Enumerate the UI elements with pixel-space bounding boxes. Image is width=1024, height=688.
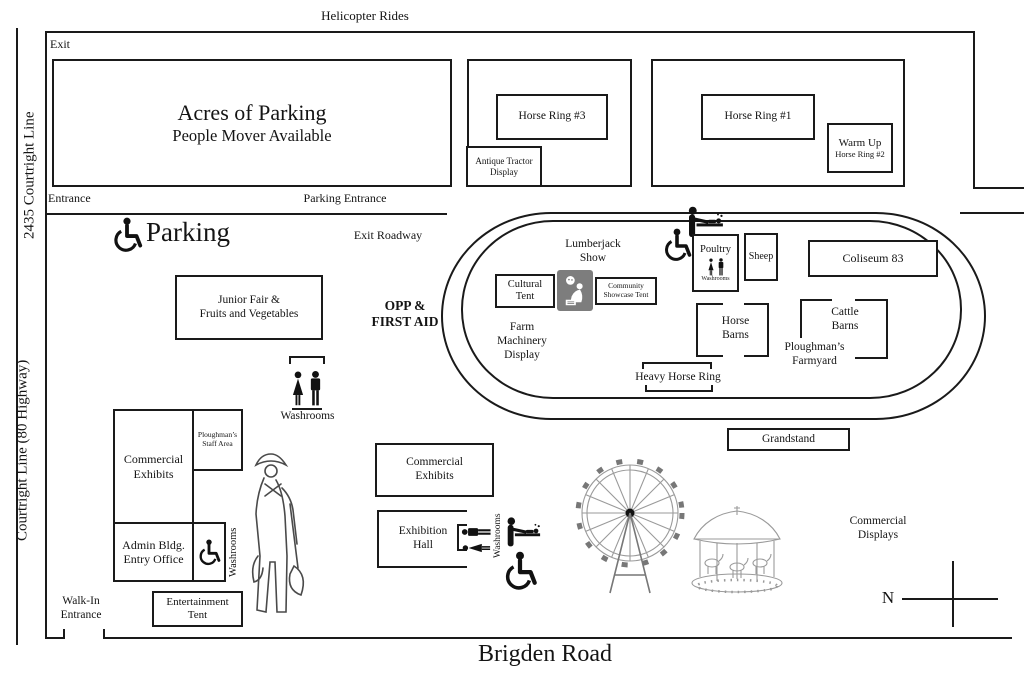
compass-horizontal-line bbox=[902, 598, 998, 600]
parking-label: Parking bbox=[146, 217, 230, 247]
washrooms-bracket bbox=[289, 356, 325, 364]
south-fence-west-segment bbox=[45, 637, 65, 639]
man-figure-icon bbox=[308, 370, 323, 407]
ploughman-statue-illustration bbox=[238, 448, 316, 633]
entrance-label: Entrance bbox=[48, 191, 91, 205]
compass-north-label: N bbox=[881, 588, 895, 607]
parking-entrance-label: Parking Entrance bbox=[303, 191, 387, 205]
east-road-edge-lower bbox=[960, 212, 1024, 214]
south-section-top-line bbox=[45, 213, 447, 215]
east-road-edge-upper bbox=[973, 187, 1024, 189]
heavy-horse-ring-label: Heavy Horse Ring bbox=[635, 371, 721, 383]
heavy-horse-ring-bracket-top bbox=[642, 362, 712, 369]
warm-up-horse-ring-2: Warm Up Horse Ring #2 bbox=[827, 123, 893, 173]
cattle-barns-label: Cattle Barns bbox=[831, 306, 859, 332]
people-mover: People Mover Available bbox=[172, 126, 332, 146]
warm-up-label: Warm Up bbox=[838, 136, 882, 149]
compass-vertical-line bbox=[952, 561, 954, 627]
antique-tractor-display: Antique Tractor Display bbox=[466, 146, 542, 187]
admin-building: Admin Bldg. Entry Office bbox=[113, 522, 194, 582]
walkin-gap-tick-left bbox=[63, 629, 65, 639]
farm-machinery-display-label: Farm Machinery Display bbox=[497, 321, 547, 361]
commercial-displays-label: Commercial Displays bbox=[849, 515, 907, 541]
address-label: 2435 Courtright Line bbox=[21, 111, 38, 239]
lumberjack-show-label: Lumberjack Show bbox=[565, 238, 621, 264]
exhibition-hall: Exhibition Hall bbox=[377, 510, 467, 568]
commercial-exhibits-center: Commercial Exhibits bbox=[375, 443, 494, 497]
walkin-gap-tick-right bbox=[103, 629, 105, 639]
east-fence bbox=[973, 31, 975, 188]
horse-ring-2-label: Horse Ring #2 bbox=[835, 149, 885, 160]
poultry-building: Poultry Washrooms bbox=[692, 234, 739, 292]
cultural-tent: Cultural Tent bbox=[495, 274, 555, 308]
woman-figure-icon bbox=[290, 370, 306, 407]
courtright-line-label: Courtright Line (80 Highway) bbox=[14, 359, 31, 541]
cattle-barn-west bbox=[800, 299, 832, 338]
admin-washrooms-room bbox=[192, 522, 226, 582]
junior-fair-building: Junior Fair & Fruits and Vegetables bbox=[175, 275, 323, 340]
acres-of-parking: Acres of Parking People Mover Available bbox=[52, 59, 452, 187]
washrooms-underline bbox=[292, 408, 322, 410]
washrooms-label: Washrooms bbox=[280, 410, 335, 422]
sheep-building: Sheep bbox=[744, 233, 778, 281]
wheelchair-icon bbox=[502, 551, 538, 591]
cattle-barn-east bbox=[855, 299, 888, 359]
exit-roadway-label: Exit Roadway bbox=[353, 228, 423, 242]
courtright-road-line bbox=[16, 28, 18, 645]
coliseum-83: Coliseum 83 bbox=[808, 240, 938, 277]
woman-figure-sideways-icon bbox=[462, 542, 492, 555]
horse-barns-label: Horse Barns bbox=[721, 315, 750, 341]
ploughmans-farmyard-label: Ploughman’s Farmyard bbox=[784, 341, 845, 367]
horse-barn-west bbox=[696, 303, 723, 357]
baby-change-icon bbox=[686, 206, 724, 238]
brigden-road-label: Brigden Road bbox=[478, 641, 612, 667]
wheelchair-icon bbox=[662, 228, 692, 262]
horse-barn-east bbox=[744, 303, 769, 357]
grandstand: Grandstand bbox=[727, 428, 850, 451]
commercial-exhibits-west: Commercial Exhibits bbox=[113, 409, 194, 524]
poultry-label: Poultry bbox=[700, 244, 731, 255]
exit-label: Exit bbox=[50, 37, 70, 51]
entertainment-tent: Entertainment Tent bbox=[152, 591, 243, 627]
community-showcase-tent: Community Showcase Tent bbox=[595, 277, 657, 305]
exhibition-washrooms-bracket bbox=[457, 524, 467, 551]
ploughmans-staff-area: Ploughman’s Staff Area bbox=[192, 409, 243, 471]
south-fence-main-segment bbox=[103, 637, 1012, 639]
horse-ring-3: Horse Ring #3 bbox=[496, 94, 608, 140]
acres-title: Acres of Parking bbox=[177, 100, 327, 126]
baby-change-icon bbox=[505, 516, 541, 548]
wheelchair-icon bbox=[111, 217, 143, 253]
ferris-wheel-illustration bbox=[570, 455, 690, 598]
baby-change-station-icon bbox=[557, 270, 593, 311]
north-fence bbox=[45, 31, 975, 33]
helicopter-rides-label: Helicopter Rides bbox=[321, 8, 409, 23]
wheelchair-icon bbox=[199, 538, 221, 565]
opp-first-aid-label: OPP & FIRST AID bbox=[371, 298, 439, 330]
walk-in-entrance-label: Walk-In Entrance bbox=[60, 595, 102, 621]
poultry-washrooms-label: Washrooms bbox=[701, 276, 730, 283]
washroom-figures-icon bbox=[707, 258, 725, 276]
horse-ring-1: Horse Ring #1 bbox=[701, 94, 815, 140]
heavy-horse-ring-bracket-bottom bbox=[645, 385, 713, 392]
man-figure-sideways-icon bbox=[461, 526, 492, 539]
carousel-illustration bbox=[684, 503, 790, 597]
west-fence bbox=[45, 31, 47, 639]
